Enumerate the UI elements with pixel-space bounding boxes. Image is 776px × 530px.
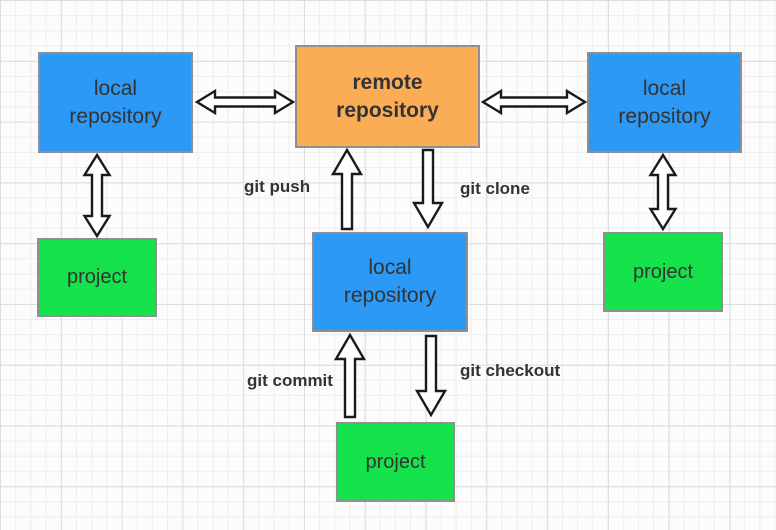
label-git-checkout: git checkout xyxy=(460,361,561,380)
double-arrow-local-right-project xyxy=(648,152,678,232)
arrow-git-commit xyxy=(333,332,367,419)
node-project-bottom: project xyxy=(336,422,455,502)
double-arrow-local-left-remote xyxy=(194,88,296,116)
double-arrow-remote-local-right xyxy=(480,88,588,116)
node-local-repository-right: local repository xyxy=(587,52,742,153)
node-local-repository-left: local repository xyxy=(38,52,193,153)
node-project-left: project xyxy=(37,238,157,317)
arrow-git-checkout xyxy=(414,334,448,418)
label-git-clone: git clone xyxy=(460,179,530,198)
label-git-push: git push xyxy=(244,177,311,196)
node-local-repository-center: local repository xyxy=(312,232,468,332)
double-arrow-local-left-project xyxy=(82,152,112,239)
arrow-git-push xyxy=(330,147,364,231)
arrow-git-clone xyxy=(411,148,445,230)
node-project-right: project xyxy=(603,232,723,312)
node-remote-repository: remote repository xyxy=(295,45,480,148)
label-git-commit: git commit xyxy=(247,371,333,390)
